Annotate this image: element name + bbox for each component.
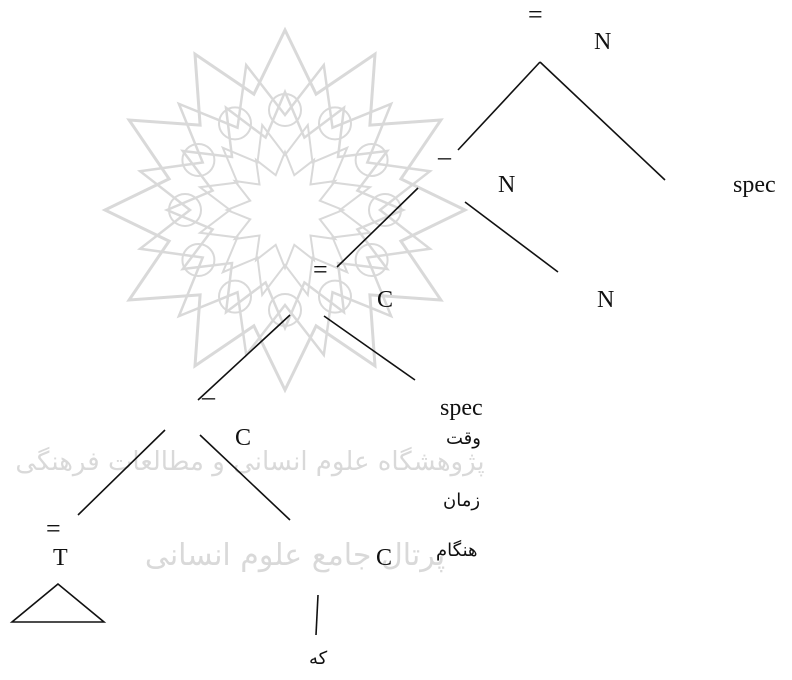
root-bar-mark: =	[528, 0, 543, 29]
branch-cbar-right	[199, 434, 291, 521]
nbar-head: N	[597, 287, 615, 313]
cp-label: C	[377, 287, 394, 313]
cbar-head: C	[376, 545, 393, 571]
branch-cp-left	[197, 314, 291, 401]
branch-c-to-complementizer	[315, 594, 319, 636]
nbar-bar-mark: –	[438, 142, 451, 171]
branch-root-left	[457, 61, 541, 151]
branch-cp-right	[323, 315, 416, 381]
tp-bar-mark: =	[46, 514, 61, 543]
cp-bar-mark: =	[313, 255, 328, 284]
spec-word-2: زمان	[443, 490, 481, 511]
spec-word-1: وقت	[446, 428, 481, 449]
cp-spec: spec	[440, 395, 483, 421]
cbar-label: C	[235, 425, 252, 451]
nbar-label: N	[498, 172, 516, 198]
branch-nbar-right	[464, 201, 559, 273]
star-rosette-logo	[101, 26, 469, 394]
watermark-text-line2: پرتال جامع علوم انسانی	[145, 538, 445, 573]
tp-label: T	[53, 545, 68, 571]
watermark-text-line1: پژوهشگاه علوم انسانی و مطالعات فرهنگی	[15, 446, 484, 477]
spec-word-3: هنگام	[436, 540, 478, 561]
root-label: N	[594, 29, 612, 55]
cbar-bar-mark: –	[202, 382, 215, 411]
tp-triangle	[9, 582, 107, 623]
branch-nbar-left	[336, 187, 419, 268]
complementizer-word: که	[309, 648, 328, 669]
root-spec: spec	[733, 172, 776, 198]
branch-root-right	[539, 61, 666, 181]
branch-cbar-left	[77, 429, 166, 516]
